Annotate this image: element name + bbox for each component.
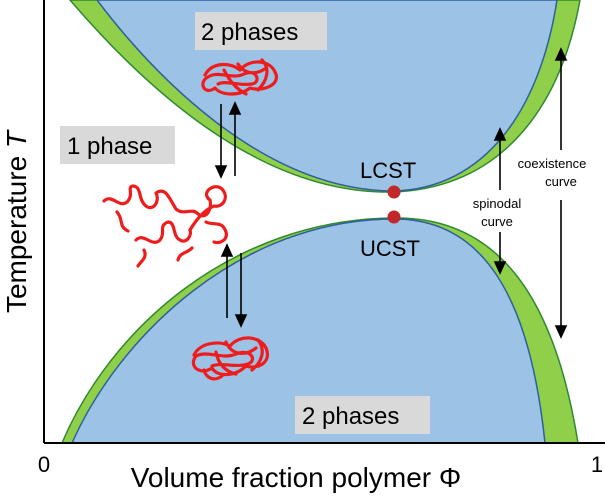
two-phases-bottom-bg — [295, 396, 430, 434]
coexistence-label-line2: curve — [545, 174, 577, 189]
one-phase-label: 1 phase — [67, 133, 152, 160]
ucst-point — [387, 210, 401, 224]
y-axis-symbol: T — [1, 129, 32, 148]
one-phase-bg — [60, 126, 175, 164]
x-tick-min: 0 — [38, 452, 50, 477]
lcst-point — [387, 185, 401, 199]
collapsed-chain-bottom — [191, 336, 269, 381]
ucst-label: UCST — [360, 236, 420, 261]
x-axis-label: Volume fraction polymer Φ — [131, 462, 461, 493]
spinodal-label-line2: curve — [481, 214, 513, 229]
lcst-label: LCST — [360, 158, 416, 183]
x-tick-max: 1 — [591, 452, 603, 477]
lower-transition-arrows — [220, 243, 248, 328]
y-axis-label-word: Temperature — [1, 156, 32, 313]
two-phases-top-label: 2 phases — [201, 19, 298, 46]
collapsed-chain-top — [201, 58, 279, 96]
upper-transition-arrows — [214, 101, 242, 179]
spinodal-label-line1: spinodal — [473, 196, 522, 211]
coexistence-label-line1: coexistence — [518, 156, 587, 171]
extended-chain — [102, 184, 228, 268]
y-axis-label: Temperature T — [1, 129, 32, 313]
two-phases-bottom-label: 2 phases — [302, 403, 399, 430]
y-axis-label-space — [1, 148, 32, 156]
spinodal-arrows — [493, 127, 507, 275]
coexistence-label-bg — [504, 152, 601, 196]
coexistence-arrows — [554, 47, 568, 339]
two-phases-top-bg — [195, 12, 327, 50]
